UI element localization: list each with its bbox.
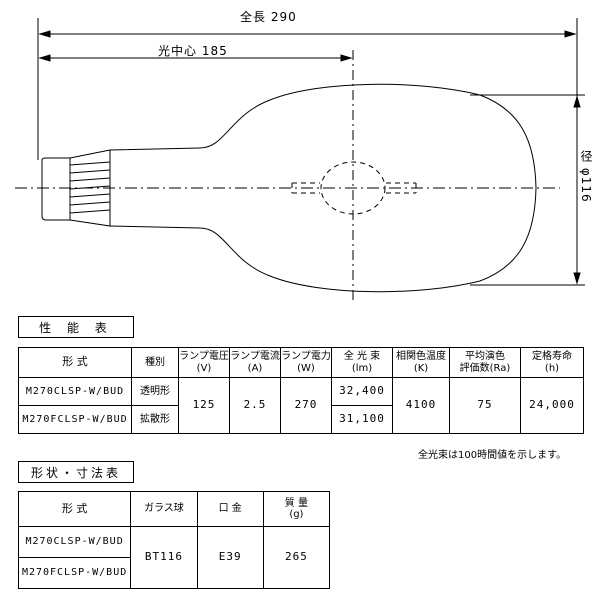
performance-title: 性 能 表 [18,316,134,338]
model-cell: M270FCLSP-W/BUD [17,557,132,589]
dimensions-table: 形 式 ガラス球 口 金 質 量(g) M270CLSP-W/BUD BT116… [17,491,331,589]
flux-cell: 32,400 [331,377,393,406]
performance-table: 形 式 種別 ランプ電圧(V) ランプ電流(A) ランプ電力(W) 全 光 束(… [18,347,584,434]
voltage-cell: 125 [178,377,230,434]
glass-cell: BT116 [130,526,198,589]
header-current: ランプ電流(A) [229,347,281,378]
table-row: M270FCLSP-W/BUD 拡散形 31,100 [18,405,584,434]
header-power: ランプ電力(W) [280,347,332,378]
header-model: 形 式 [17,491,132,527]
current-cell: 2.5 [229,377,281,434]
header-type: 種別 [131,347,179,378]
cct-cell: 4100 [392,377,450,434]
header-life: 定格寿命(h) [520,347,584,378]
base-cell: E39 [196,526,264,589]
power-cell: 270 [280,377,332,434]
table-row: M270FCLSP-W/BUD [17,557,330,589]
model-cell: M270CLSP-W/BUD [18,377,132,406]
dimensions-title: 形状・寸法表 [18,461,134,483]
light-center-label: 光中心 185 [158,44,228,58]
table-row: M270CLSP-W/BUD BT116 E39 265 [17,526,331,589]
header-model: 形 式 [18,347,132,378]
header-cri: 平均演色評価数(Ra) [449,347,521,378]
flux-cell: 31,100 [331,405,393,434]
header-flux: 全 光 束(lm) [331,347,393,378]
lamp-drawing [15,18,585,300]
total-length-label: 全長 290 [240,10,297,24]
table-header-row: 形 式 種別 ランプ電圧(V) ランプ電流(A) ランプ電力(W) 全 光 束(… [18,347,584,378]
model-cell: M270CLSP-W/BUD [17,526,132,558]
table-row: M270CLSP-W/BUD 透明形 125 2.5 270 32,400 41… [18,377,584,434]
cri-cell: 75 [449,377,521,434]
model-cell: M270FCLSP-W/BUD [18,405,132,434]
life-cell: 24,000 [520,377,584,434]
header-cct: 相関色温度(K) [392,347,450,378]
type-cell: 拡散形 [131,405,179,434]
header-base: 口 金 [196,491,264,527]
type-cell: 透明形 [131,377,179,406]
header-voltage: ランプ電圧(V) [178,347,230,378]
diameter-label: 径 φ116 [579,150,593,203]
mass-cell: 265 [262,526,331,589]
header-mass: 質 量(g) [262,491,331,527]
table-header-row: 形 式 ガラス球 口 金 質 量(g) [17,491,331,527]
header-glass: ガラス球 [130,491,198,527]
flux-note: 全光束は100時間値を示します。 [418,450,567,461]
